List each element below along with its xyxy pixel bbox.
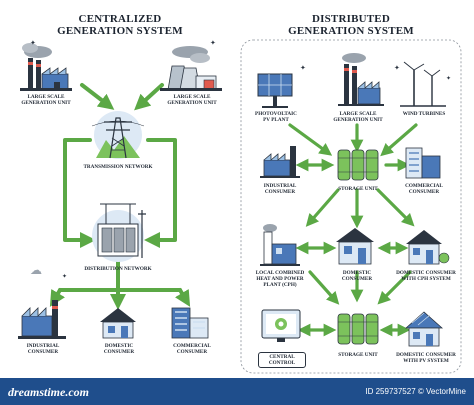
pv-plant-icon	[257, 73, 293, 108]
label-chp-plant: LOCAL COMBINED HEAT AND POWER PLANT (CPH…	[255, 270, 305, 288]
footer-bar: dreamstime.com ID 259737527 © VectorMine	[0, 378, 474, 405]
sparkle-icon: ✦	[394, 64, 400, 72]
footer-id: ID 259737527 © VectorMine	[365, 387, 466, 396]
distributed-title: DISTRIBUTED GENERATION SYSTEM	[251, 13, 451, 37]
label-pv-plant: PHOTOVOLTAIC PV PLANT	[255, 111, 297, 123]
label-large-unit-left: LARGE SCALE GENERATION UNIT	[21, 94, 71, 106]
domestic-consumer-distributed-icon	[336, 228, 374, 265]
label-industrial-distributed: INDUSTRIAL CONSUMER	[263, 183, 297, 195]
transmission-tower-icon	[91, 111, 145, 159]
label-storage-top: STORAGE UNIT	[338, 186, 378, 192]
distributed-title-line1: DISTRIBUTED	[311, 13, 390, 25]
sparkle-icon: ✦	[446, 75, 451, 82]
centralized-title-line1: CENTRALIZED	[78, 13, 162, 25]
energy-diagram: ✦ ✦ ☁ ✦	[18, 39, 462, 374]
centralized-title: CENTRALIZED GENERATION SYSTEM	[20, 13, 220, 37]
label-domestic-consumer: DOMESTIC CONSUMER	[103, 343, 135, 355]
label-transmission-network: TRANSMISSION NETWORK	[83, 164, 153, 170]
label-industrial-consumer: INDUSTRIAL CONSUMER	[26, 343, 60, 355]
industrial-consumer-icon	[18, 300, 66, 339]
label-domestic-pv: DOMESTIC CONSUMER WITH PV SYSTEM	[396, 352, 456, 364]
industrial-consumer-distributed-icon	[260, 146, 300, 178]
label-large-unit-right: LARGE SCALE GENERATION UNIT	[167, 94, 217, 106]
sparkle-icon: ✦	[300, 64, 306, 72]
distribution-substation-icon	[92, 203, 146, 262]
central-control-icon	[261, 309, 301, 342]
label-commercial-consumer: COMMERCIAL CONSUMER	[173, 343, 211, 355]
chp-plant-icon	[260, 224, 300, 266]
distributed-arrows	[288, 123, 418, 337]
distributed-panel-border	[240, 39, 462, 374]
label-distribution-network: DISTRIBUTION NETWORK	[84, 266, 152, 272]
label-domestic-distributed: DOMESTIC CONSUMER	[341, 270, 373, 282]
domestic-chp-icon	[406, 230, 450, 265]
storage-unit-top-icon	[337, 149, 379, 181]
cloud-icon: ☁	[30, 263, 42, 277]
sparkle-icon: ✦	[62, 273, 67, 280]
label-wind-turbines: WIND TURBINES	[402, 111, 446, 117]
distributed-title-line2: GENERATION SYSTEM	[288, 25, 414, 37]
centralized-title-line2: GENERATION SYSTEM	[57, 25, 183, 37]
sparkle-icon: ✦	[210, 39, 216, 47]
large-scale-unit-distributed-icon	[338, 53, 384, 106]
storage-unit-bottom-icon	[337, 313, 379, 345]
centralized-arrows	[49, 83, 191, 310]
large-scale-unit-right-icon	[160, 46, 222, 91]
label-large-unit-distributed: LARGE SCALE GENERATION UNIT	[333, 111, 383, 123]
label-storage-bottom: STORAGE UNIT	[338, 352, 378, 358]
wind-turbines-icon	[400, 61, 446, 107]
commercial-consumer-icon	[171, 307, 209, 339]
label-domestic-chp: DOMESTIC CONSUMER WITH CPH SYSTEM	[396, 270, 456, 282]
commercial-consumer-distributed-icon	[405, 147, 441, 179]
large-scale-unit-left-icon	[20, 43, 72, 91]
label-central-control: CENTRAL CONTROL	[258, 352, 306, 368]
label-commercial-distributed: COMMERCIAL CONSUMER	[405, 183, 443, 195]
domestic-pv-icon	[404, 311, 444, 347]
footer-brand[interactable]: dreamstime.com	[8, 385, 89, 399]
sparkle-icon: ✦	[30, 39, 36, 47]
domestic-consumer-icon	[100, 308, 136, 339]
